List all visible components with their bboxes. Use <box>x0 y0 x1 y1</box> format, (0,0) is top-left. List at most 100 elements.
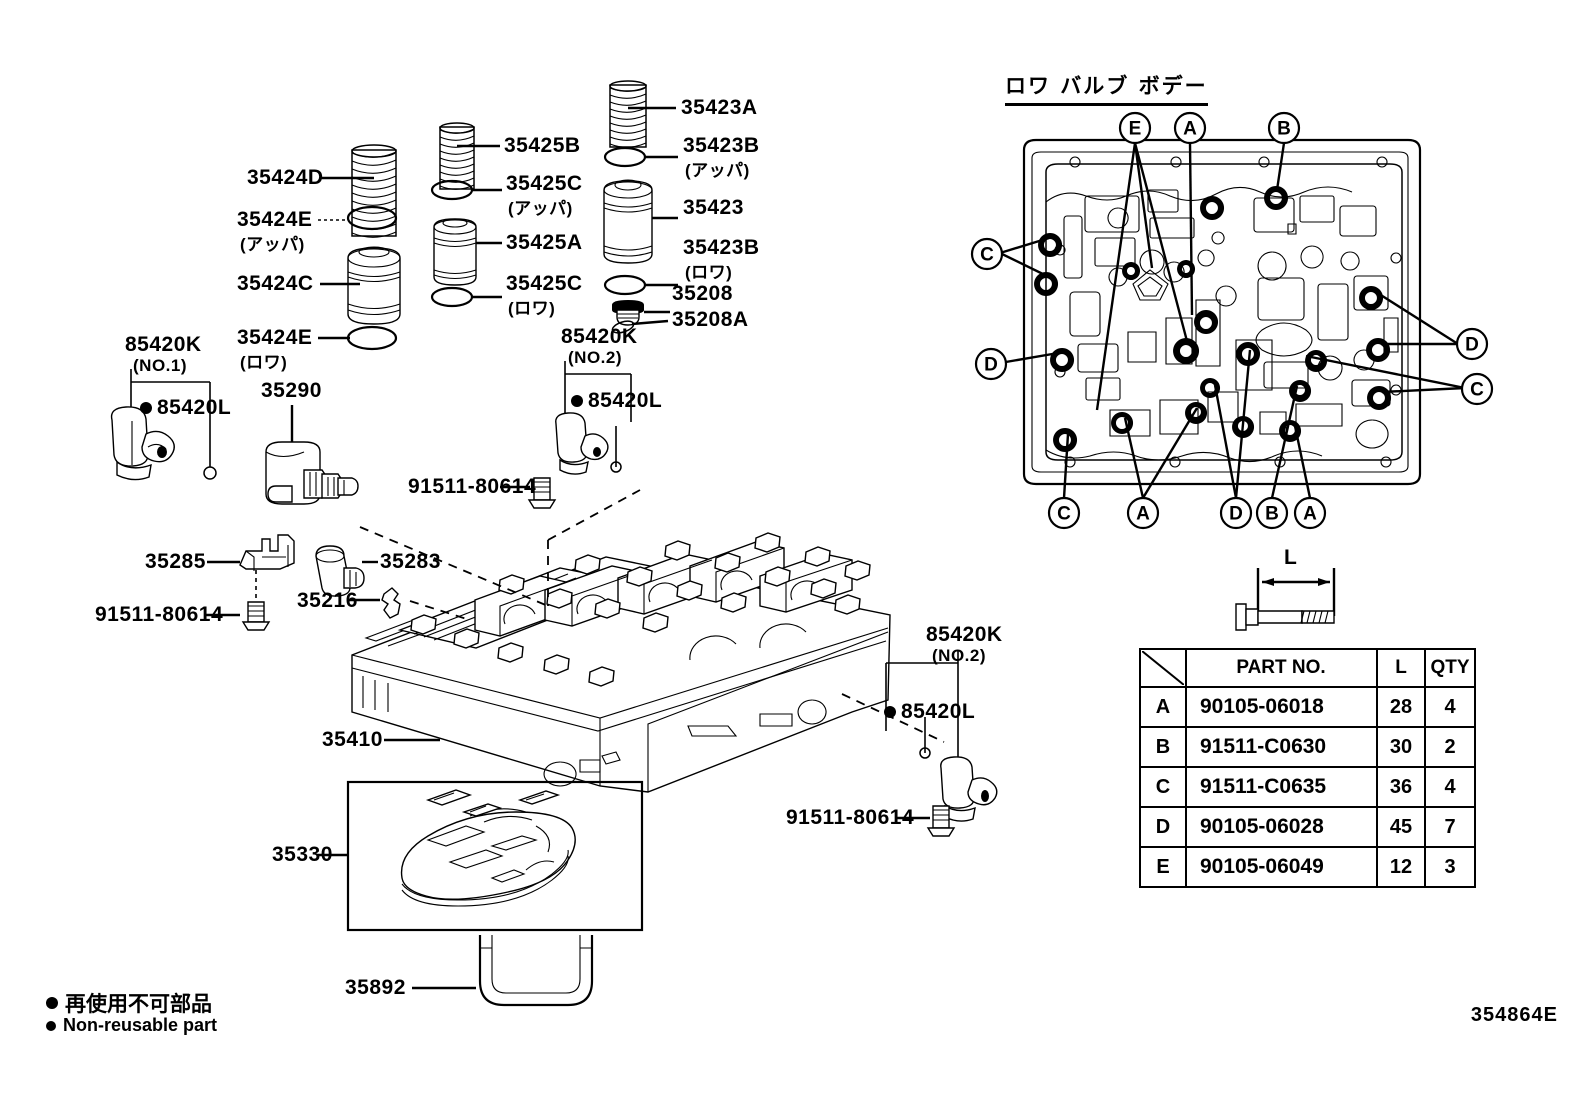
leader-35208A <box>631 319 669 326</box>
label-85420K-no1: 85420K <box>125 333 202 356</box>
table-header-row: PART NO. L QTY <box>1139 648 1476 688</box>
label-35216: 35216 <box>297 589 358 612</box>
assembly-dashed-35290 <box>359 526 549 607</box>
table-header-l: L <box>1376 648 1426 688</box>
part-35423B-lower-oring <box>603 274 647 296</box>
row-partno: 90105-06018 <box>1185 686 1378 728</box>
svg-text:C: C <box>1057 504 1071 525</box>
row-key: B <box>1139 726 1187 768</box>
label-bolt-right: 91511-80614 <box>786 806 915 829</box>
table-header-partno: PART NO. <box>1185 648 1378 688</box>
label-35283: 35283 <box>380 550 441 573</box>
table-header-qty: QTY <box>1424 648 1476 688</box>
part-35424C-body <box>347 246 401 325</box>
label-35424E-lower: 35424E <box>237 326 313 349</box>
table-header-key <box>1139 648 1187 688</box>
solenoid-no2-lower-body <box>940 756 998 822</box>
row-partno: 90105-06049 <box>1185 846 1378 888</box>
bolt-length-dimension-diagram <box>1235 568 1336 631</box>
part-35424E-lower-oring <box>346 325 398 351</box>
row-qty: 3 <box>1424 846 1476 888</box>
row-l: 30 <box>1376 726 1426 768</box>
nonreusable-dot-icon <box>46 997 58 1009</box>
legend-text-en: Non-reusable part <box>63 1015 218 1035</box>
part-35892-tube <box>478 935 594 1007</box>
assembly-dashed-35216 <box>409 600 471 621</box>
svg-text:E: E <box>1129 119 1142 140</box>
label-dimension-L: L <box>1284 546 1298 569</box>
label-35892: 35892 <box>345 976 406 999</box>
diagram-code: 354864E <box>1470 1004 1558 1026</box>
label-35424E-lower-sub: (ロワ) <box>240 353 288 372</box>
part-35423A-spring <box>609 80 647 148</box>
solenoid-no2-lower-bracket <box>885 651 959 767</box>
part-35425B-spring <box>439 122 475 190</box>
row-key: D <box>1139 806 1187 848</box>
part-35425A-body <box>433 218 477 286</box>
nonreusable-dot-icon <box>140 402 152 414</box>
label-35423B-upper: 35423B <box>683 134 760 157</box>
label-bolt-left: 91511-80614 <box>95 603 224 626</box>
solenoid-no1-body <box>110 406 175 481</box>
label-85420L-no2-upper-group: 85420L <box>571 389 662 413</box>
row-partno: 90105-06028 <box>1185 806 1378 848</box>
label-35423B-lower: 35423B <box>683 236 760 259</box>
svg-text:D: D <box>1229 504 1243 525</box>
part-35425C-upper-oring <box>430 179 474 201</box>
label-35425C-lower-sub: (ロワ) <box>508 299 556 318</box>
svg-text:D: D <box>1465 335 1479 356</box>
row-key: E <box>1139 846 1187 888</box>
row-l: 36 <box>1376 766 1426 808</box>
part-35424E-upper-oring <box>346 205 398 231</box>
row-qty: 2 <box>1424 726 1476 768</box>
row-qty: 7 <box>1424 806 1476 848</box>
part-35424D-spring <box>351 144 397 238</box>
assembly-dashed-solenoid3 <box>841 693 945 743</box>
label-35425C-upper: 35425C <box>506 172 583 195</box>
label-85420L-no2-lower: 85420L <box>901 700 976 723</box>
label-35424D: 35424D <box>247 166 324 189</box>
legend-nonreusable-jp: 再使用不可部品 <box>46 988 212 1018</box>
svg-text:A: A <box>1183 119 1197 140</box>
part-35423B-upper-oring <box>603 146 647 168</box>
label-35425C-upper-sub: (アッパ) <box>508 199 573 218</box>
row-l: 45 <box>1376 806 1426 848</box>
label-85420K-no2-lower-sub: (NO.2) <box>932 646 986 665</box>
label-35423B-lower-sub: (ロワ) <box>685 263 733 282</box>
part-35290-sensor <box>265 441 359 505</box>
bolt-hole-rings <box>1034 186 1392 452</box>
legend-nonreusable-en: Non-reusable part <box>46 1015 217 1036</box>
svg-text:B: B <box>1265 504 1279 525</box>
label-35425A: 35425A <box>506 231 583 254</box>
label-35423A: 35423A <box>681 96 758 119</box>
row-partno: 91511-C0635 <box>1185 766 1378 808</box>
bolt-91511-80614-right <box>926 805 956 837</box>
svg-text:D: D <box>984 355 998 376</box>
label-35208A: 35208A <box>672 308 749 331</box>
label-85420K-no2-upper: 85420K <box>561 325 638 348</box>
label-85420K-no2-upper-sub: (NO.2) <box>568 348 622 367</box>
row-partno: 91511-C0630 <box>1185 726 1378 768</box>
part-35285-bracket <box>239 534 295 571</box>
svg-text:C: C <box>1470 380 1484 401</box>
assembly-dashed-solenoid2 <box>547 489 641 541</box>
legend-text-jp: 再使用不可部品 <box>65 992 212 1016</box>
label-85420K-no2-lower: 85420K <box>926 623 1003 646</box>
label-35425B: 35425B <box>504 134 581 157</box>
row-key: A <box>1139 686 1187 728</box>
row-key: C <box>1139 766 1187 808</box>
label-35424C: 35424C <box>237 272 314 295</box>
label-35425C-lower: 35425C <box>506 272 583 295</box>
label-35290: 35290 <box>261 379 322 402</box>
diagonal-slash-icon <box>1142 651 1184 685</box>
bolt-91511-80614-center <box>527 477 557 509</box>
label-35330: 35330 <box>272 843 333 866</box>
part-35330-strainer <box>400 789 576 907</box>
